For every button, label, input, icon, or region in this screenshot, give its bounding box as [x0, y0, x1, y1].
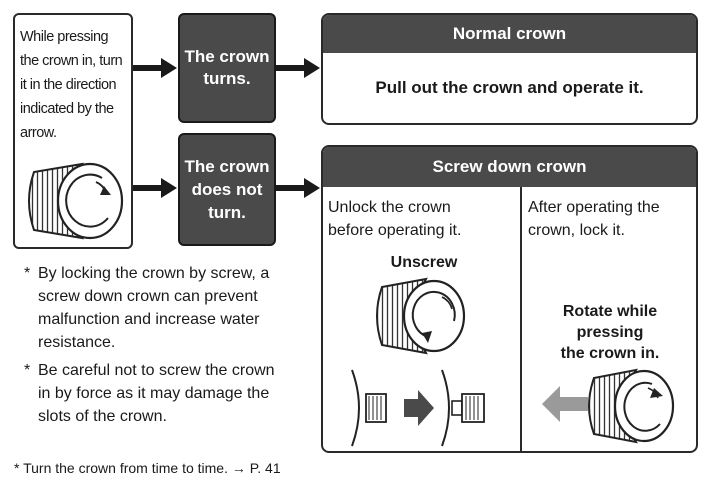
unlock-text-line: before operating it.: [328, 222, 462, 239]
normal-crown-title: Normal crown: [323, 15, 696, 53]
crown-not-turn-line: turn.: [208, 203, 246, 222]
screw-down-title: Screw down crown: [323, 147, 696, 187]
footer-text: Turn the crown from time to time. → P. 4…: [23, 460, 281, 476]
note-line: Be careful not to screw the crown: [38, 362, 275, 379]
panel-divider: [520, 187, 522, 451]
crown-turns-box: The crown turns.: [178, 13, 276, 123]
crown-side-view-icon: [351, 369, 485, 447]
rotate-label: Rotate while pressing the crown in.: [540, 301, 680, 364]
rotate-label-line: pressing: [576, 324, 644, 341]
lock-text-line: After operating the: [528, 199, 660, 216]
note-asterisk: *: [24, 362, 31, 379]
instruction-text: While pressing the crown in, turn it in …: [20, 25, 128, 145]
crown-turns-line: The crown: [184, 47, 270, 66]
unlock-text: Unlock the crown before operating it.: [328, 196, 518, 242]
rotate-label-line: the crown in.: [560, 345, 660, 362]
crown-not-turn-box: The crown does not turn.: [178, 133, 276, 246]
unscrew-label: Unscrew: [390, 254, 458, 271]
lock-text: After operating the crown, lock it.: [528, 196, 696, 242]
arrow-right-icon: [276, 58, 320, 78]
unlock-text-line: Unlock the crown: [328, 199, 451, 216]
normal-crown-panel: Normal crown Pull out the crown and oper…: [321, 13, 698, 125]
note-line: resistance.: [38, 334, 116, 351]
footer-asterisk: *: [14, 460, 20, 476]
footer-note: * Turn the crown from time to time. → P.…: [14, 459, 434, 477]
arrow-right-icon: [276, 178, 320, 198]
rotate-label-line: Rotate while: [562, 303, 658, 320]
note-asterisk: *: [24, 265, 31, 282]
crown-rotate-icon: [28, 162, 124, 240]
crown-not-turn-line: does not: [191, 180, 263, 199]
instruction-line: arrow.: [20, 125, 57, 141]
note-line: malfunction and increase water: [38, 311, 260, 328]
arrow-right-icon: [133, 178, 177, 198]
lock-text-line: crown, lock it.: [528, 222, 625, 239]
instruction-line: it in the direction: [20, 77, 117, 93]
note-line: By locking the crown by screw, a: [38, 265, 270, 282]
crown-lock-icon: [542, 368, 675, 444]
note-1: * By locking the crown by screw, a screw…: [24, 262, 314, 354]
crown-turns-line: turns.: [203, 69, 251, 88]
crown-not-turn-line: The crown: [184, 157, 270, 176]
note-line: slots of the crown.: [38, 408, 167, 425]
note-line: in by force as it may damage the: [38, 385, 270, 402]
note-line: screw down crown can prevent: [38, 288, 258, 305]
instruction-line: indicated by the: [20, 101, 114, 117]
normal-crown-body: Pull out the crown and operate it.: [375, 78, 644, 97]
instruction-line: While pressing: [20, 29, 109, 45]
crown-unscrew-icon: [376, 277, 466, 355]
instruction-line: the crown in, turn: [20, 53, 123, 69]
arrow-right-icon: [133, 58, 177, 78]
note-2: * Be careful not to screw the crown in b…: [24, 359, 314, 428]
